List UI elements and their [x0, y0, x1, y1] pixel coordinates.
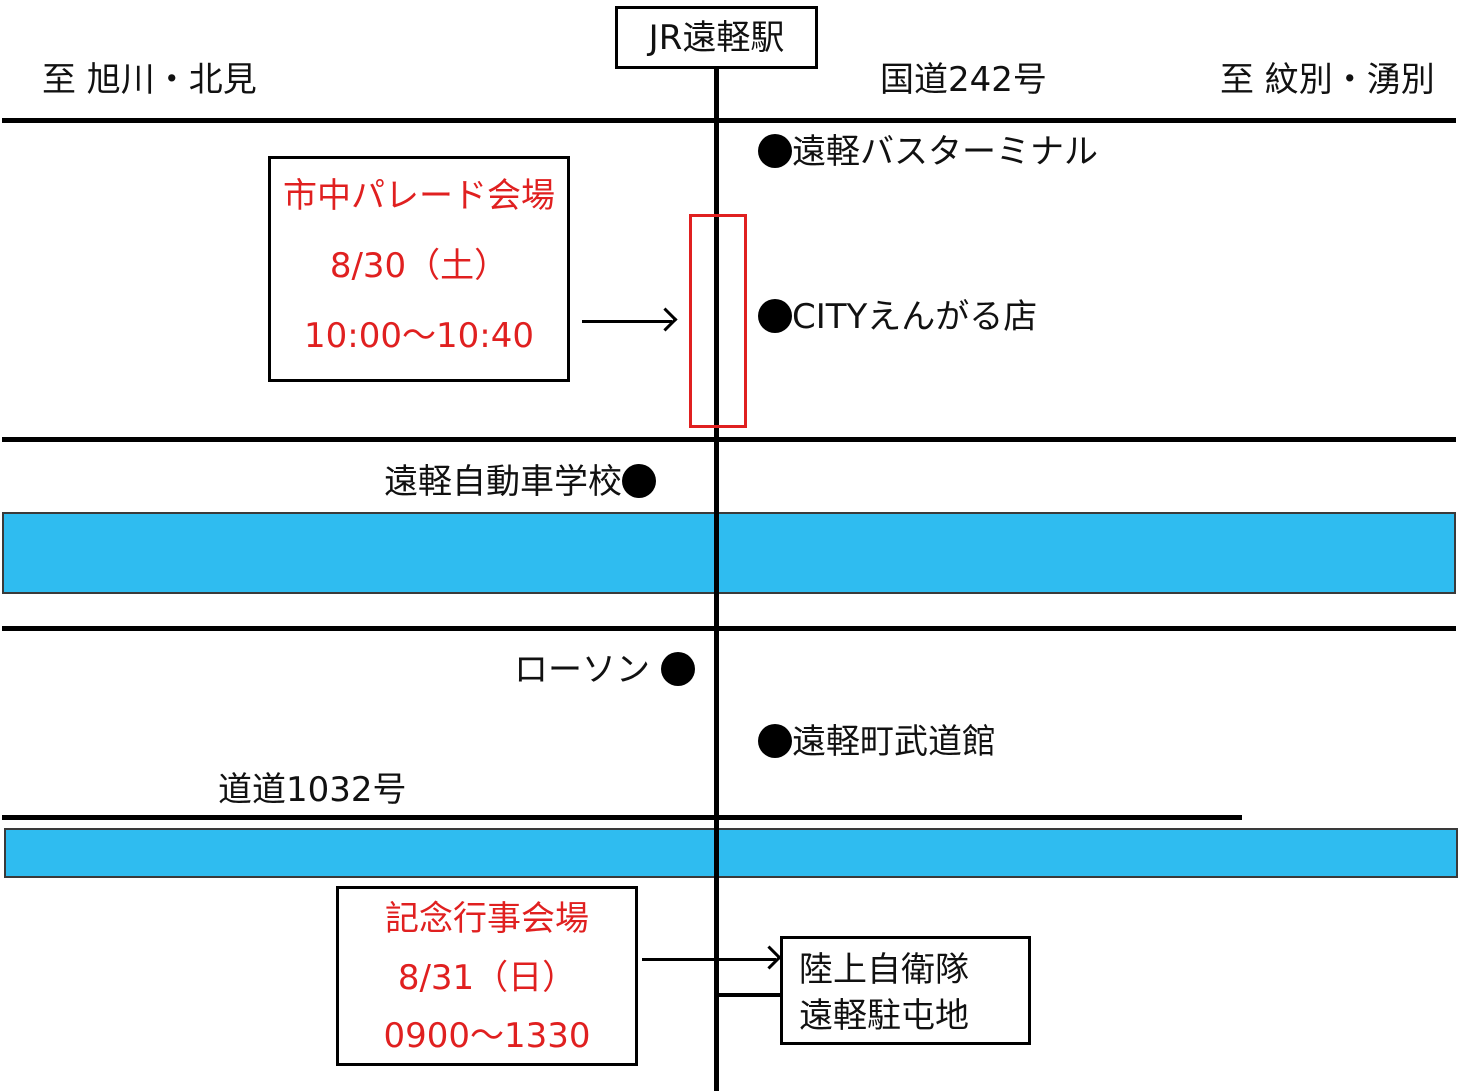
ceremony-arrow	[642, 958, 776, 961]
landmark-driving-school-label: 遠軽自動車学校	[384, 462, 622, 502]
cross-road-1	[2, 437, 1456, 442]
landmark-dot	[758, 724, 792, 758]
landmark-dot	[758, 299, 792, 333]
landmark-lawson: ローソン	[514, 650, 695, 690]
garrison-access-road	[714, 993, 780, 997]
landmark-dot	[758, 134, 792, 168]
parade-venue-box: 市中パレード会場 8/30（土） 10:00～10:40	[268, 156, 570, 382]
station-box: JR遠軽駅	[615, 6, 818, 69]
landmark-budokan-label: 遠軽町武道館	[792, 722, 996, 762]
parade-arrow	[582, 320, 672, 323]
ceremony-venue-box: 記念行事会場 8/31（日） 0900～1330	[336, 886, 638, 1066]
landmark-city-store: CITYえんがる店	[758, 297, 1037, 337]
direction-west: 至 旭川・北見	[42, 60, 257, 100]
landmark-dot	[622, 464, 656, 498]
parade-venue-date: 8/30（土）	[329, 246, 509, 286]
parade-venue-time: 10:00～10:40	[304, 316, 534, 356]
landmark-city-store-label: CITYえんがる店	[792, 297, 1038, 337]
parade-venue-title: 市中パレード会場	[283, 176, 555, 216]
main-street	[714, 66, 719, 1091]
landmark-driving-school: 遠軽自動車学校	[384, 462, 656, 502]
landmark-bus-terminal: 遠軽バスターミナル	[758, 132, 1098, 172]
garrison-box: 陸上自衛隊 遠軽駐屯地	[780, 936, 1031, 1045]
national-road-242	[2, 118, 1456, 123]
ceremony-venue-title: 記念行事会場	[385, 899, 589, 939]
landmark-budokan: 遠軽町武道館	[758, 722, 996, 762]
landmark-lawson-label: ローソン	[514, 650, 650, 690]
cross-road-2	[2, 626, 1456, 631]
station-label: JR遠軽駅	[648, 18, 785, 58]
parade-route-highlight	[689, 214, 747, 428]
river-lower	[4, 828, 1458, 878]
garrison-line1: 陸上自衛隊	[799, 950, 969, 990]
prefectural-road-1032	[2, 815, 1242, 820]
landmark-dot	[660, 652, 695, 686]
direction-east: 至 紋別・湧別	[1220, 60, 1435, 100]
prefectural-road-label: 道道1032号	[218, 770, 407, 810]
ceremony-venue-time: 0900～1330	[383, 1016, 591, 1056]
national-road-label: 国道242号	[880, 60, 1047, 100]
garrison-line2: 遠軽駐屯地	[799, 996, 969, 1036]
landmark-bus-terminal-label: 遠軽バスターミナル	[792, 132, 1098, 172]
river-upper	[2, 512, 1456, 594]
ceremony-venue-date: 8/31（日）	[397, 958, 577, 998]
